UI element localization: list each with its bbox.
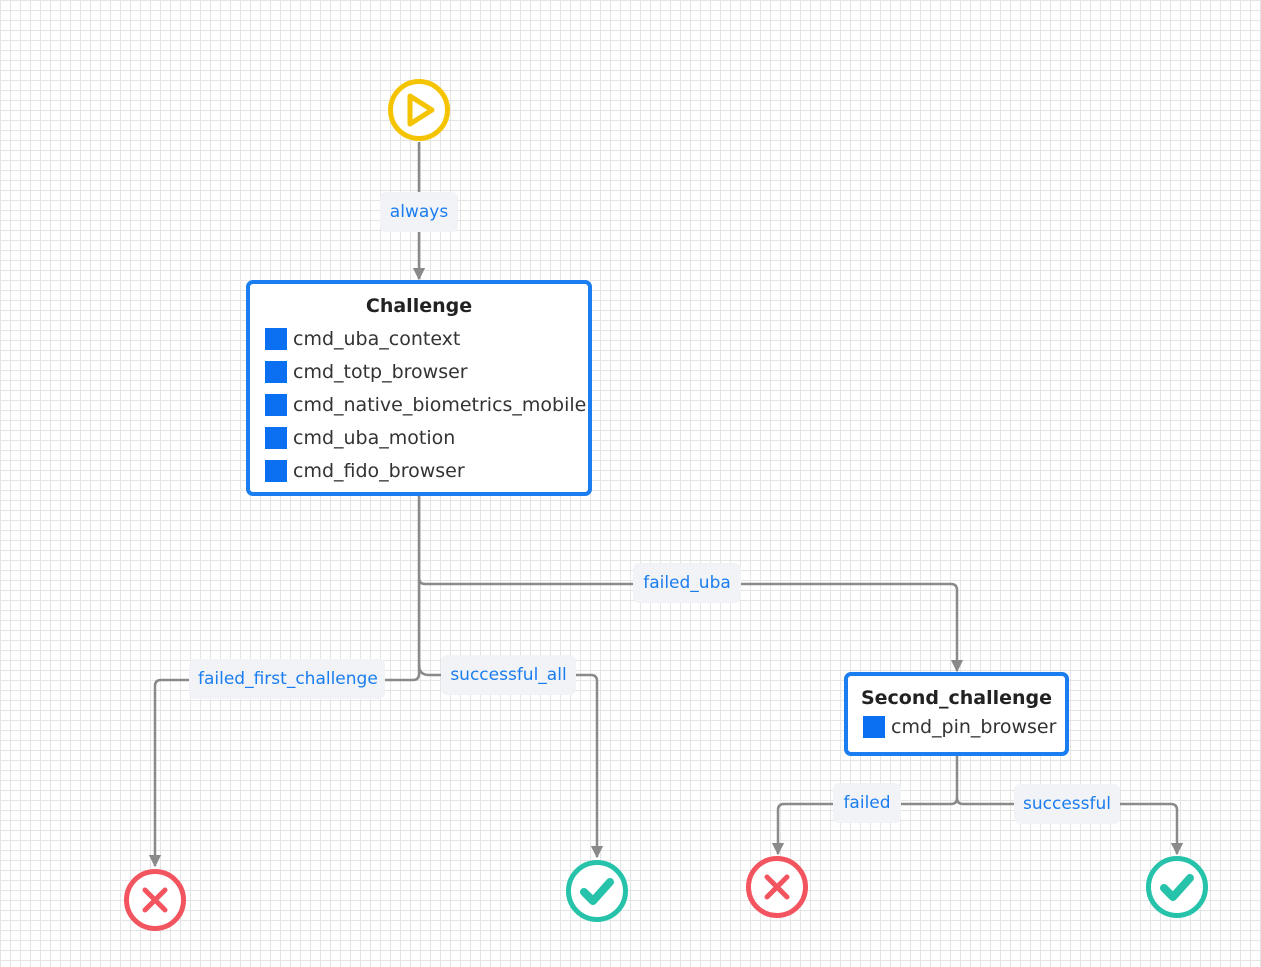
step-square-icon <box>265 327 287 350</box>
second-success-end-node[interactable] <box>1146 856 1208 918</box>
second-fail-end-node[interactable] <box>746 856 808 918</box>
challenge-step[interactable]: cmd_totp_browser <box>265 355 588 388</box>
challenge-step-list: cmd_uba_context cmd_totp_browser cmd_nat… <box>265 322 588 487</box>
edge-label-successful-all[interactable]: successful_all <box>441 655 576 695</box>
step-label: cmd_totp_browser <box>293 360 468 383</box>
edge-label-failed[interactable]: failed <box>833 783 901 823</box>
second-challenge-step[interactable]: cmd_pin_browser <box>863 710 1065 743</box>
checkmark-icon <box>1160 874 1194 901</box>
challenge-step[interactable]: cmd_fido_browser <box>265 454 588 487</box>
connector-challenge-to-success[interactable] <box>417 664 604 859</box>
play-icon <box>407 93 435 127</box>
start-node[interactable] <box>388 79 450 141</box>
close-icon <box>142 887 168 913</box>
second-challenge-node[interactable]: Second_challenge cmd_pin_browser <box>844 672 1069 756</box>
second-challenge-step-list: cmd_pin_browser <box>863 710 1065 743</box>
step-label: cmd_uba_motion <box>293 426 456 449</box>
step-square-icon <box>265 426 287 449</box>
challenge-step[interactable]: cmd_native_biometrics_mobile <box>265 388 588 421</box>
challenge-step[interactable]: cmd_uba_motion <box>265 421 588 454</box>
step-label: cmd_fido_browser <box>293 459 465 482</box>
connector-challenge-to-fail[interactable] <box>148 578 421 868</box>
challenge-title: Challenge <box>365 295 473 317</box>
step-square-icon <box>265 393 287 416</box>
edge-label-failed-uba[interactable]: failed_uba <box>633 563 741 603</box>
step-label: cmd_uba_context <box>293 327 461 350</box>
step-square-icon <box>863 715 885 738</box>
step-square-icon <box>265 459 287 482</box>
connector-second-challenge-to-success[interactable] <box>955 797 1184 856</box>
challenge-node[interactable]: Challenge cmd_uba_context cmd_totp_brows… <box>246 280 592 496</box>
step-label: cmd_pin_browser <box>891 715 1057 738</box>
step-square-icon <box>265 360 287 383</box>
second-challenge-title: Second_challenge <box>860 687 1053 709</box>
edge-label-successful[interactable]: successful <box>1014 784 1120 824</box>
edge-label-always[interactable]: always <box>380 192 458 232</box>
fail-end-node[interactable] <box>124 869 186 931</box>
success-end-node[interactable] <box>566 860 628 922</box>
step-label: cmd_native_biometrics_mobile <box>293 393 587 416</box>
edge-label-failed-first-challenge[interactable]: failed_first_challenge <box>189 659 385 699</box>
challenge-step[interactable]: cmd_uba_context <box>265 322 588 355</box>
close-icon <box>764 874 790 900</box>
checkmark-icon <box>580 878 614 905</box>
